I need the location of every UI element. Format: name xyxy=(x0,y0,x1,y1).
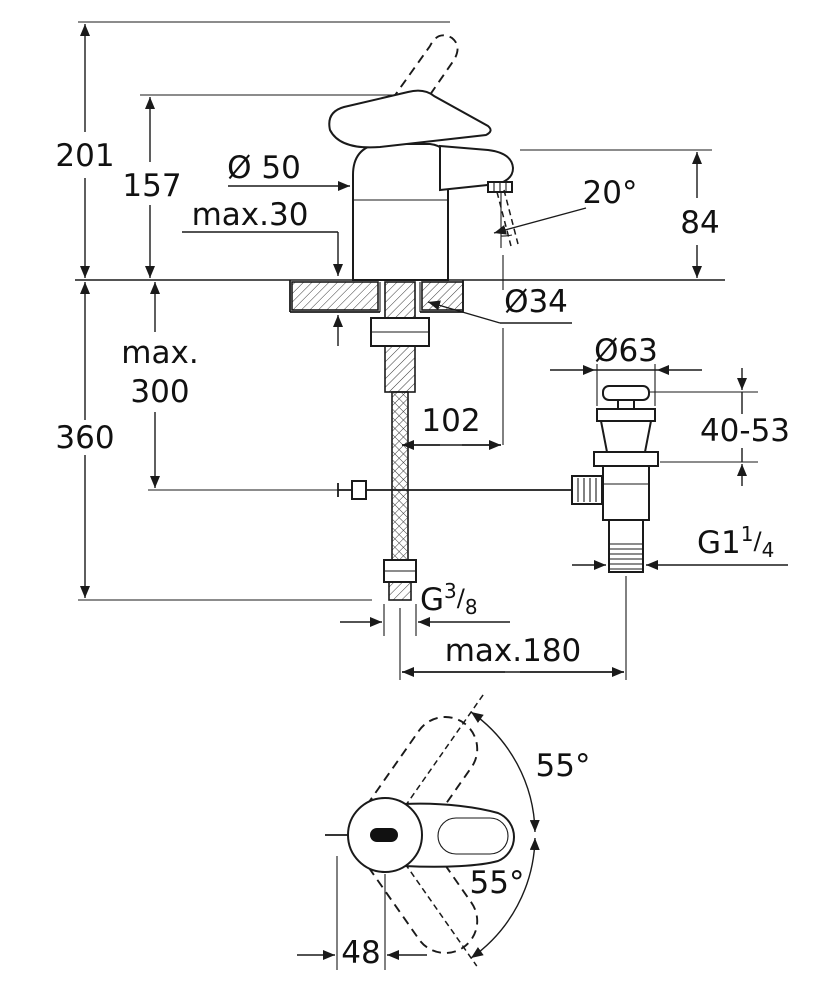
drain-seal xyxy=(593,451,659,467)
dim-hose-length-1: max. xyxy=(121,335,198,371)
drain-plug xyxy=(602,385,650,401)
countertop-section xyxy=(289,280,464,313)
handle-top-view xyxy=(325,691,540,967)
dim-hole-diameter: Ø34 xyxy=(504,284,568,320)
dimension-lines xyxy=(80,24,788,960)
waste-assembly xyxy=(571,385,659,573)
dim-spout-height: 84 xyxy=(680,205,719,241)
dim-depth-total: 360 xyxy=(55,420,114,456)
dim-swivel-down: 55° xyxy=(470,865,525,901)
dim-lever-height: 157 xyxy=(122,168,181,204)
drain-flange xyxy=(596,408,656,422)
dim-hose-thread: G3/8 xyxy=(420,579,478,619)
lever-raised-dashed xyxy=(365,34,459,145)
faucet-side-view xyxy=(289,34,659,601)
faucet-body xyxy=(352,143,449,281)
hose-thread xyxy=(388,581,412,601)
swivel-arc-down xyxy=(470,837,540,959)
dim-total-height: 201 xyxy=(55,138,114,174)
drain-tailpipe xyxy=(608,519,644,573)
faucet-lever xyxy=(328,89,492,149)
lever-top xyxy=(403,802,515,868)
dim-handle-offset: 48 xyxy=(341,935,380,971)
dim-swivel-up: 55° xyxy=(536,748,591,784)
dim-drain-thread: G11/4 xyxy=(697,522,774,562)
drain-body xyxy=(602,465,650,521)
dim-spout-angle: 20° xyxy=(583,175,638,211)
dim-body-diameter: Ø 50 xyxy=(227,150,301,186)
swivel-arc-up xyxy=(470,711,540,833)
dim-deck-thickness: max.30 xyxy=(192,197,309,233)
dim-max-span: max.180 xyxy=(445,633,582,669)
dim-clamp-range: 40-53 xyxy=(700,413,790,449)
dim-spout-reach: 102 xyxy=(421,403,480,439)
pivot-slot xyxy=(370,828,398,842)
rod-clamp xyxy=(351,480,367,500)
dimension-labels: 201 157 Ø 50 max.30 20° 84 Ø34 max. 300 … xyxy=(55,138,790,971)
dim-hose-length-2: 300 xyxy=(130,374,189,410)
rod-knob xyxy=(571,475,603,505)
dim-drain-diameter: Ø63 xyxy=(594,333,658,369)
